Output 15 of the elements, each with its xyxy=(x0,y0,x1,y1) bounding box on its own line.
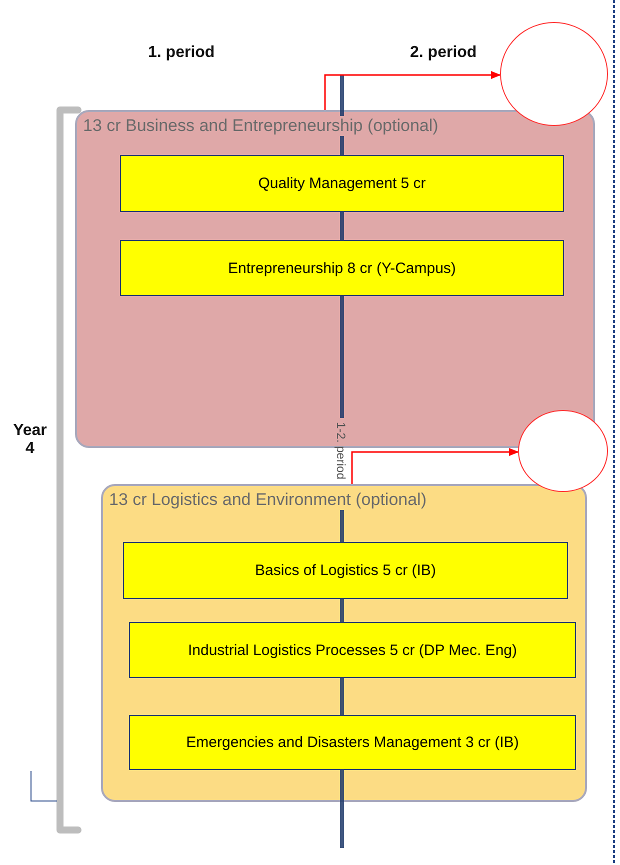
group-title: 13 cr Business and Entrepreneurship (optional) xyxy=(81,116,440,136)
course-box: Industrial Logistics Processes 5 cr (DP Mec. Eng) xyxy=(129,622,576,678)
group-panel xyxy=(75,110,595,448)
arrow xyxy=(351,448,519,484)
period-heading: 1. period xyxy=(148,44,215,62)
arrow xyxy=(324,71,501,110)
course-box: Quality Management 5 cr xyxy=(120,155,564,212)
period-label: 1-2. period xyxy=(334,422,348,480)
course-box: Emergencies and Disasters Management 3 cr (IB) xyxy=(129,715,576,770)
course-box: Entrepreneurship 8 cr (Y-Campus) xyxy=(120,240,564,296)
year-label: Year 4 xyxy=(12,422,48,458)
period-heading: 2. period xyxy=(410,44,477,62)
group-panel xyxy=(101,484,587,802)
course-box: Basics of Logistics 5 cr (IB) xyxy=(123,542,568,599)
group-title: 13 cr Logistics and Environment (optional) xyxy=(107,490,428,510)
